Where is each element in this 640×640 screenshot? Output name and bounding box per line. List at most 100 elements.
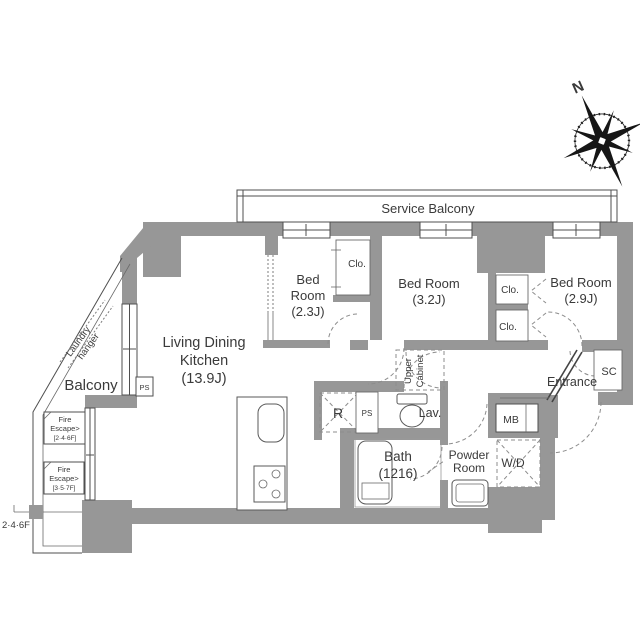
room-label-entrance: Entrance — [547, 375, 597, 389]
wall-closet-divider — [488, 304, 528, 310]
svg-text:[2·4·6F]: [2·4·6F] — [54, 435, 77, 442]
window-bed3 — [552, 221, 601, 239]
pipe-space-balcony: PS — [135, 376, 154, 397]
door-arc-lav — [403, 351, 441, 389]
fire-escape-hatch-1: Fire Escape> [2·4·6F] — [43, 411, 87, 445]
meter-box-label: MB — [503, 414, 519, 426]
wall-fridge-left — [314, 392, 322, 440]
shoe-closet-label: SC — [601, 366, 616, 378]
wall-mid-block — [477, 222, 545, 273]
svg-text:Living Dining: Living Dining — [162, 335, 245, 351]
closet-bifold-upper — [530, 278, 547, 304]
wall-left-stub — [85, 395, 137, 408]
compass-north-label: N — [570, 78, 587, 98]
kitchen-stove — [253, 465, 286, 503]
wall-chamfer — [120, 222, 163, 272]
wall-left-upper — [122, 262, 137, 304]
wall-closet1-right — [370, 236, 382, 340]
door-arc-powder — [445, 403, 488, 445]
toilet — [396, 393, 428, 428]
wall-partition-top — [265, 222, 278, 255]
svg-text:Powder: Powder — [449, 448, 490, 462]
door-arc-bed2 — [367, 347, 405, 385]
service-balcony-label: Service Balcony — [381, 201, 475, 216]
door-arc-shoe-closet — [569, 350, 596, 377]
svg-text:Upper: Upper — [403, 358, 414, 384]
powder-washbasin — [451, 479, 489, 507]
ps1-label: PS — [139, 383, 149, 392]
svg-text:Fire: Fire — [59, 415, 72, 424]
svg-text:Cabinet: Cabinet — [415, 354, 426, 387]
svg-text:Bed: Bed — [296, 272, 319, 287]
wall-closet1-bottom — [333, 295, 382, 302]
svg-text:Bed Room: Bed Room — [398, 276, 459, 291]
door-swings — [327, 278, 602, 480]
svg-text:(3.2J): (3.2J) — [412, 292, 445, 307]
wall-sanitary-top — [314, 381, 448, 392]
balcony-label: Balcony — [64, 377, 118, 394]
windows — [84, 221, 601, 501]
walls — [82, 222, 633, 553]
washer-dryer-space: W/D — [496, 439, 541, 488]
entrance-door — [500, 349, 583, 403]
pipe-space-mid: PS — [355, 391, 379, 434]
compass-rose-icon: N — [563, 78, 640, 187]
window-balcony-sliding — [84, 407, 96, 501]
closet-bed1: Clo. — [331, 239, 371, 296]
door-arc-bed1 — [327, 313, 359, 345]
wall-bed1-bottom — [263, 340, 330, 348]
washer-dryer-label: W/D — [501, 456, 525, 470]
room-label-ldk: Living Dining Kitchen (13.9J) — [162, 335, 245, 387]
service-balcony: Service Balcony — [236, 189, 618, 223]
balcony-outer-edge — [32, 257, 123, 554]
room-label-bed3: Bed Room (2.9J) — [550, 275, 611, 306]
closet-bed3-lower: Clo. — [495, 309, 529, 342]
svg-text:Room: Room — [453, 461, 485, 475]
window-bed2 — [419, 221, 473, 239]
refrigerator-label: R — [333, 405, 343, 421]
svg-text:Room: Room — [291, 288, 326, 303]
door-arc-bath — [409, 446, 443, 480]
svg-text:(2.3J): (2.3J) — [291, 304, 324, 319]
svg-text:(1216): (1216) — [378, 466, 417, 481]
closet1-label: Clo. — [348, 259, 366, 270]
svg-text:Escape>: Escape> — [49, 474, 79, 483]
door-arc-hall — [405, 351, 443, 389]
svg-text:Bath: Bath — [384, 449, 412, 464]
svg-text:Kitchen: Kitchen — [180, 353, 228, 369]
refrigerator-space: R — [319, 392, 359, 433]
closet2-label: Clo. — [501, 285, 519, 296]
floor-indicator-label: 2·4·6F — [2, 520, 30, 531]
opening-lav-door — [404, 381, 440, 392]
svg-text:[3·5·7F]: [3·5·7F] — [53, 485, 76, 492]
floor-indicator-tick — [29, 505, 43, 519]
svg-text:Bed Room: Bed Room — [550, 275, 611, 290]
window-bed1 — [282, 221, 331, 239]
ps2-label: PS — [362, 409, 373, 418]
fire-escape-hatch-2: Fire Escape> [3·5·7F] — [43, 461, 85, 495]
wall-sc-bottom — [598, 392, 633, 405]
room-label-powder: Powder Room — [449, 448, 490, 475]
wall-hall-south — [404, 340, 548, 350]
wall-bottomleft-block — [82, 500, 132, 553]
sliding-partition — [267, 255, 274, 340]
balcony: Laundry hanger Balcony Fire Escape> [2·4… — [2, 257, 131, 554]
room-label-bath: Bath (1216) — [378, 449, 417, 481]
kitchen-sink — [257, 403, 285, 443]
laundry-pole-line — [59, 299, 106, 363]
wall-bottom-band — [130, 508, 500, 524]
closet3-label: Clo. — [499, 322, 517, 333]
closet-bed3-upper: Clo. — [495, 274, 529, 305]
upper-cabinet: Upper Cabinet — [395, 349, 445, 391]
balcony-inner-edge — [42, 263, 131, 547]
wall-bed3-bottom — [582, 340, 633, 352]
laundry-pole-line-2 — [67, 305, 114, 369]
svg-text:(2.9J): (2.9J) — [564, 291, 597, 306]
door-arc-entrance — [549, 401, 602, 454]
kitchen-counter — [236, 396, 288, 511]
wall-se-block — [488, 487, 542, 533]
meter-box: MB — [495, 403, 539, 433]
closet-bifold-lower — [530, 312, 547, 338]
window-ldk-west — [121, 303, 138, 396]
laundry-hanger-label: Laundry hanger — [64, 324, 102, 361]
